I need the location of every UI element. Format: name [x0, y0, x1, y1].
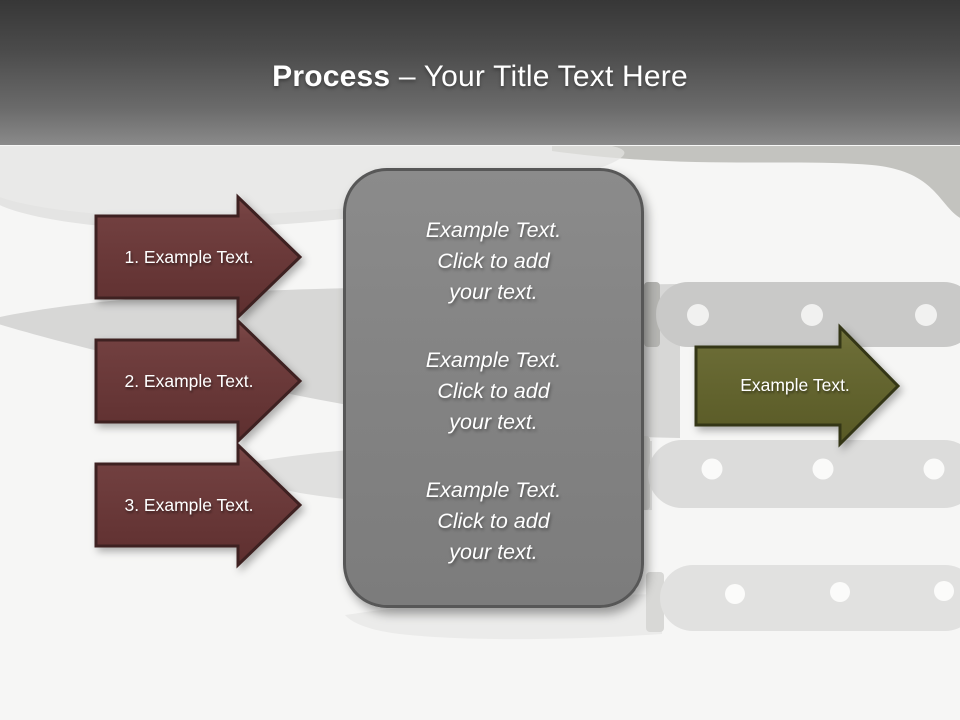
arrow-right-shape	[94, 317, 303, 445]
placeholder-paragraph-1: Example Text. Click to add your text.	[425, 218, 562, 304]
step-1-label: 1. Example Text.	[124, 246, 254, 267]
rivet-icon	[801, 304, 823, 326]
result-arrow[interactable]: Example Text.	[694, 323, 902, 448]
rivet-icon	[812, 458, 834, 480]
slide-title-text: – Your Title Text Here	[398, 59, 688, 93]
arrow-right-shape	[94, 193, 303, 321]
rivet-icon	[915, 304, 937, 326]
process-step-arrow-1[interactable]: 1. Example Text.	[94, 193, 303, 321]
result-arrow-label: Example Text.	[740, 375, 850, 395]
arrow-right-shape	[694, 323, 901, 448]
rivet-icon	[725, 584, 745, 604]
slide-header: Process – Your Title Text Here	[0, 0, 960, 145]
placeholder-paragraph-3: Example Text. Click to add your text.	[425, 478, 562, 564]
rivet-icon	[701, 458, 723, 480]
rivet-icon	[830, 582, 850, 602]
placeholder-paragraph-2: Example Text. Click to add your text.	[425, 348, 562, 434]
process-step-arrow-2[interactable]: 2. Example Text.	[94, 317, 303, 445]
knife-1	[0, 146, 960, 229]
slide-title-keyword: Process	[272, 59, 391, 93]
rivet-icon	[923, 458, 945, 480]
slide-title: Process – Your Title Text Here	[272, 52, 688, 94]
rivet-icon	[934, 581, 954, 601]
content-placeholder-box[interactable]: Example Text. Click to add your text. Ex…	[343, 168, 644, 608]
process-step-arrow-3[interactable]: 3. Example Text.	[94, 441, 303, 569]
arrow-right-shape	[94, 441, 303, 569]
rivet-icon	[687, 304, 709, 326]
step-2-label: 2. Example Text.	[124, 370, 254, 391]
step-3-label: 3. Example Text.	[124, 494, 254, 515]
